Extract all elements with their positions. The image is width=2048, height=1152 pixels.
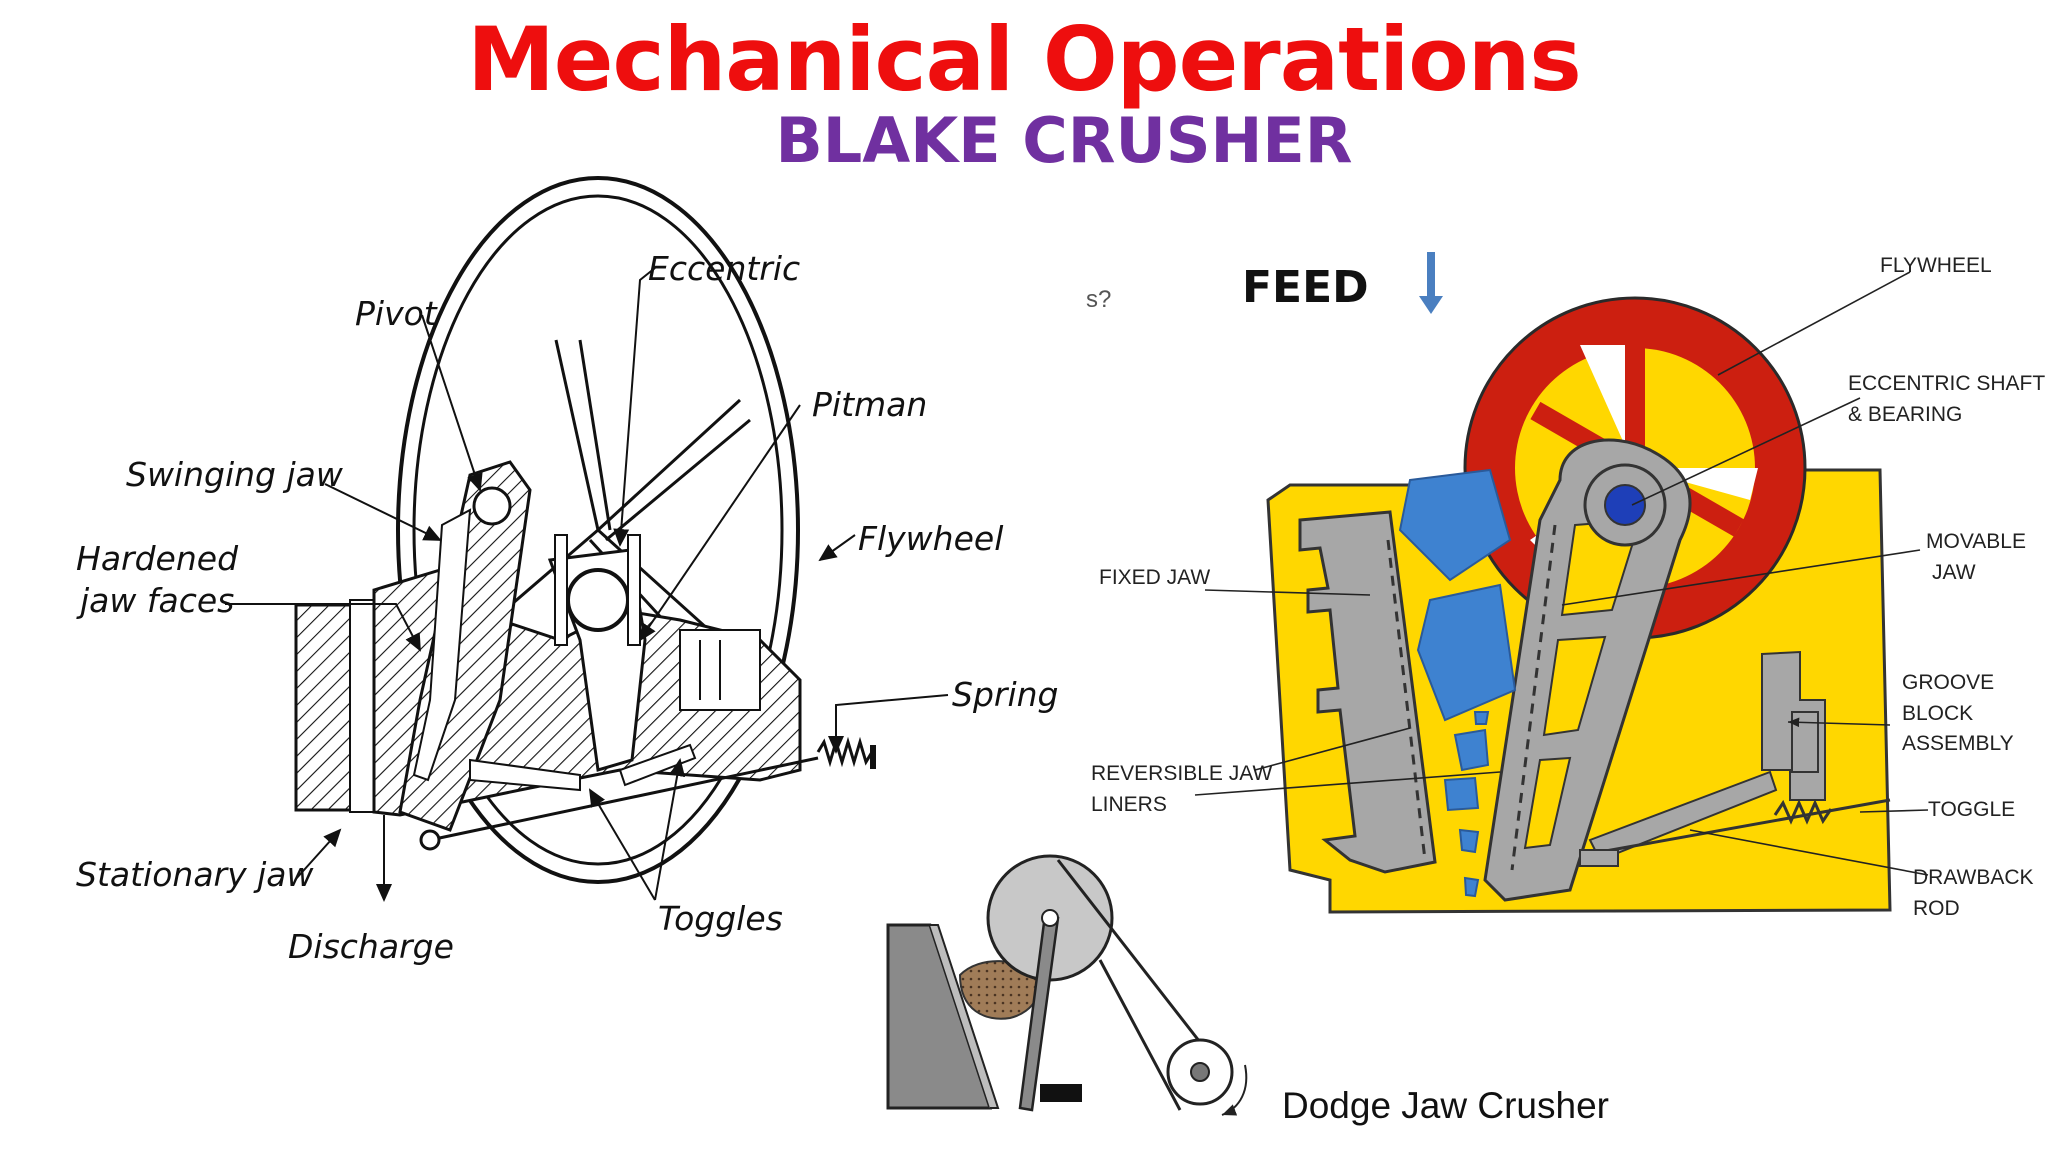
label-drawback-rod-line1: DRAWBACK bbox=[1913, 866, 2034, 889]
dodge-caption: Dodge Jaw Crusher bbox=[1282, 1085, 1609, 1126]
label-pitman: Pitman bbox=[812, 385, 927, 424]
label-flywheel-left: Flywheel bbox=[858, 519, 1003, 558]
page-title: Mechanical Operations bbox=[467, 8, 1582, 111]
blake-crusher-color-diagram: s? FEED bbox=[1086, 252, 2045, 920]
label-toggle: TOGGLE bbox=[1928, 798, 2015, 821]
label-movable-jaw-line1: MOVABLE bbox=[1926, 530, 2026, 553]
label-eccentric: Eccentric bbox=[648, 249, 800, 288]
label-hardened-jaw-faces-line1: Hardened bbox=[76, 539, 239, 578]
blake-crusher-sectional-drawing: Eccentric Pivot Pitman Swinging jaw Hard… bbox=[76, 176, 1059, 966]
label-eccentric-shaft-line2: & BEARING bbox=[1848, 403, 1962, 426]
label-drawback-rod-line2: ROD bbox=[1913, 897, 1960, 920]
label-groove-block-line1: GROOVE bbox=[1902, 671, 1994, 694]
label-reversible-liners-line2: LINERS bbox=[1091, 793, 1167, 816]
label-fixed-jaw: FIXED JAW bbox=[1099, 566, 1210, 589]
page-subtitle: BLAKE CRUSHER bbox=[775, 104, 1353, 177]
label-movable-jaw-line2: JAW bbox=[1932, 561, 1976, 584]
label-flywheel-right: FLYWHEEL bbox=[1880, 254, 1992, 277]
feed-label: FEED bbox=[1242, 262, 1369, 313]
label-groove-block-line2: BLOCK bbox=[1902, 702, 1973, 725]
label-eccentric-shaft-line1: ECCENTRIC SHAFT bbox=[1848, 372, 2045, 395]
label-reversible-liners-line1: REVERSIBLE JAW bbox=[1091, 762, 1272, 785]
feed-arrow-icon bbox=[1419, 252, 1443, 314]
label-hardened-jaw-faces-line2: jaw faces bbox=[76, 581, 234, 620]
dodge-jaw-crusher-diagram: Dodge Jaw Crusher bbox=[886, 854, 1609, 1126]
label-groove-block-line3: ASSEMBLY bbox=[1902, 732, 2014, 755]
label-pivot: Pivot bbox=[355, 294, 438, 333]
label-swinging-jaw: Swinging jaw bbox=[126, 455, 344, 494]
label-discharge: Discharge bbox=[288, 927, 454, 966]
stray-text: s? bbox=[1086, 286, 1111, 313]
label-stationary-jaw: Stationary jaw bbox=[76, 855, 315, 894]
label-toggles: Toggles bbox=[658, 899, 783, 938]
label-spring: Spring bbox=[952, 675, 1059, 714]
rock-particles bbox=[1398, 468, 1517, 898]
